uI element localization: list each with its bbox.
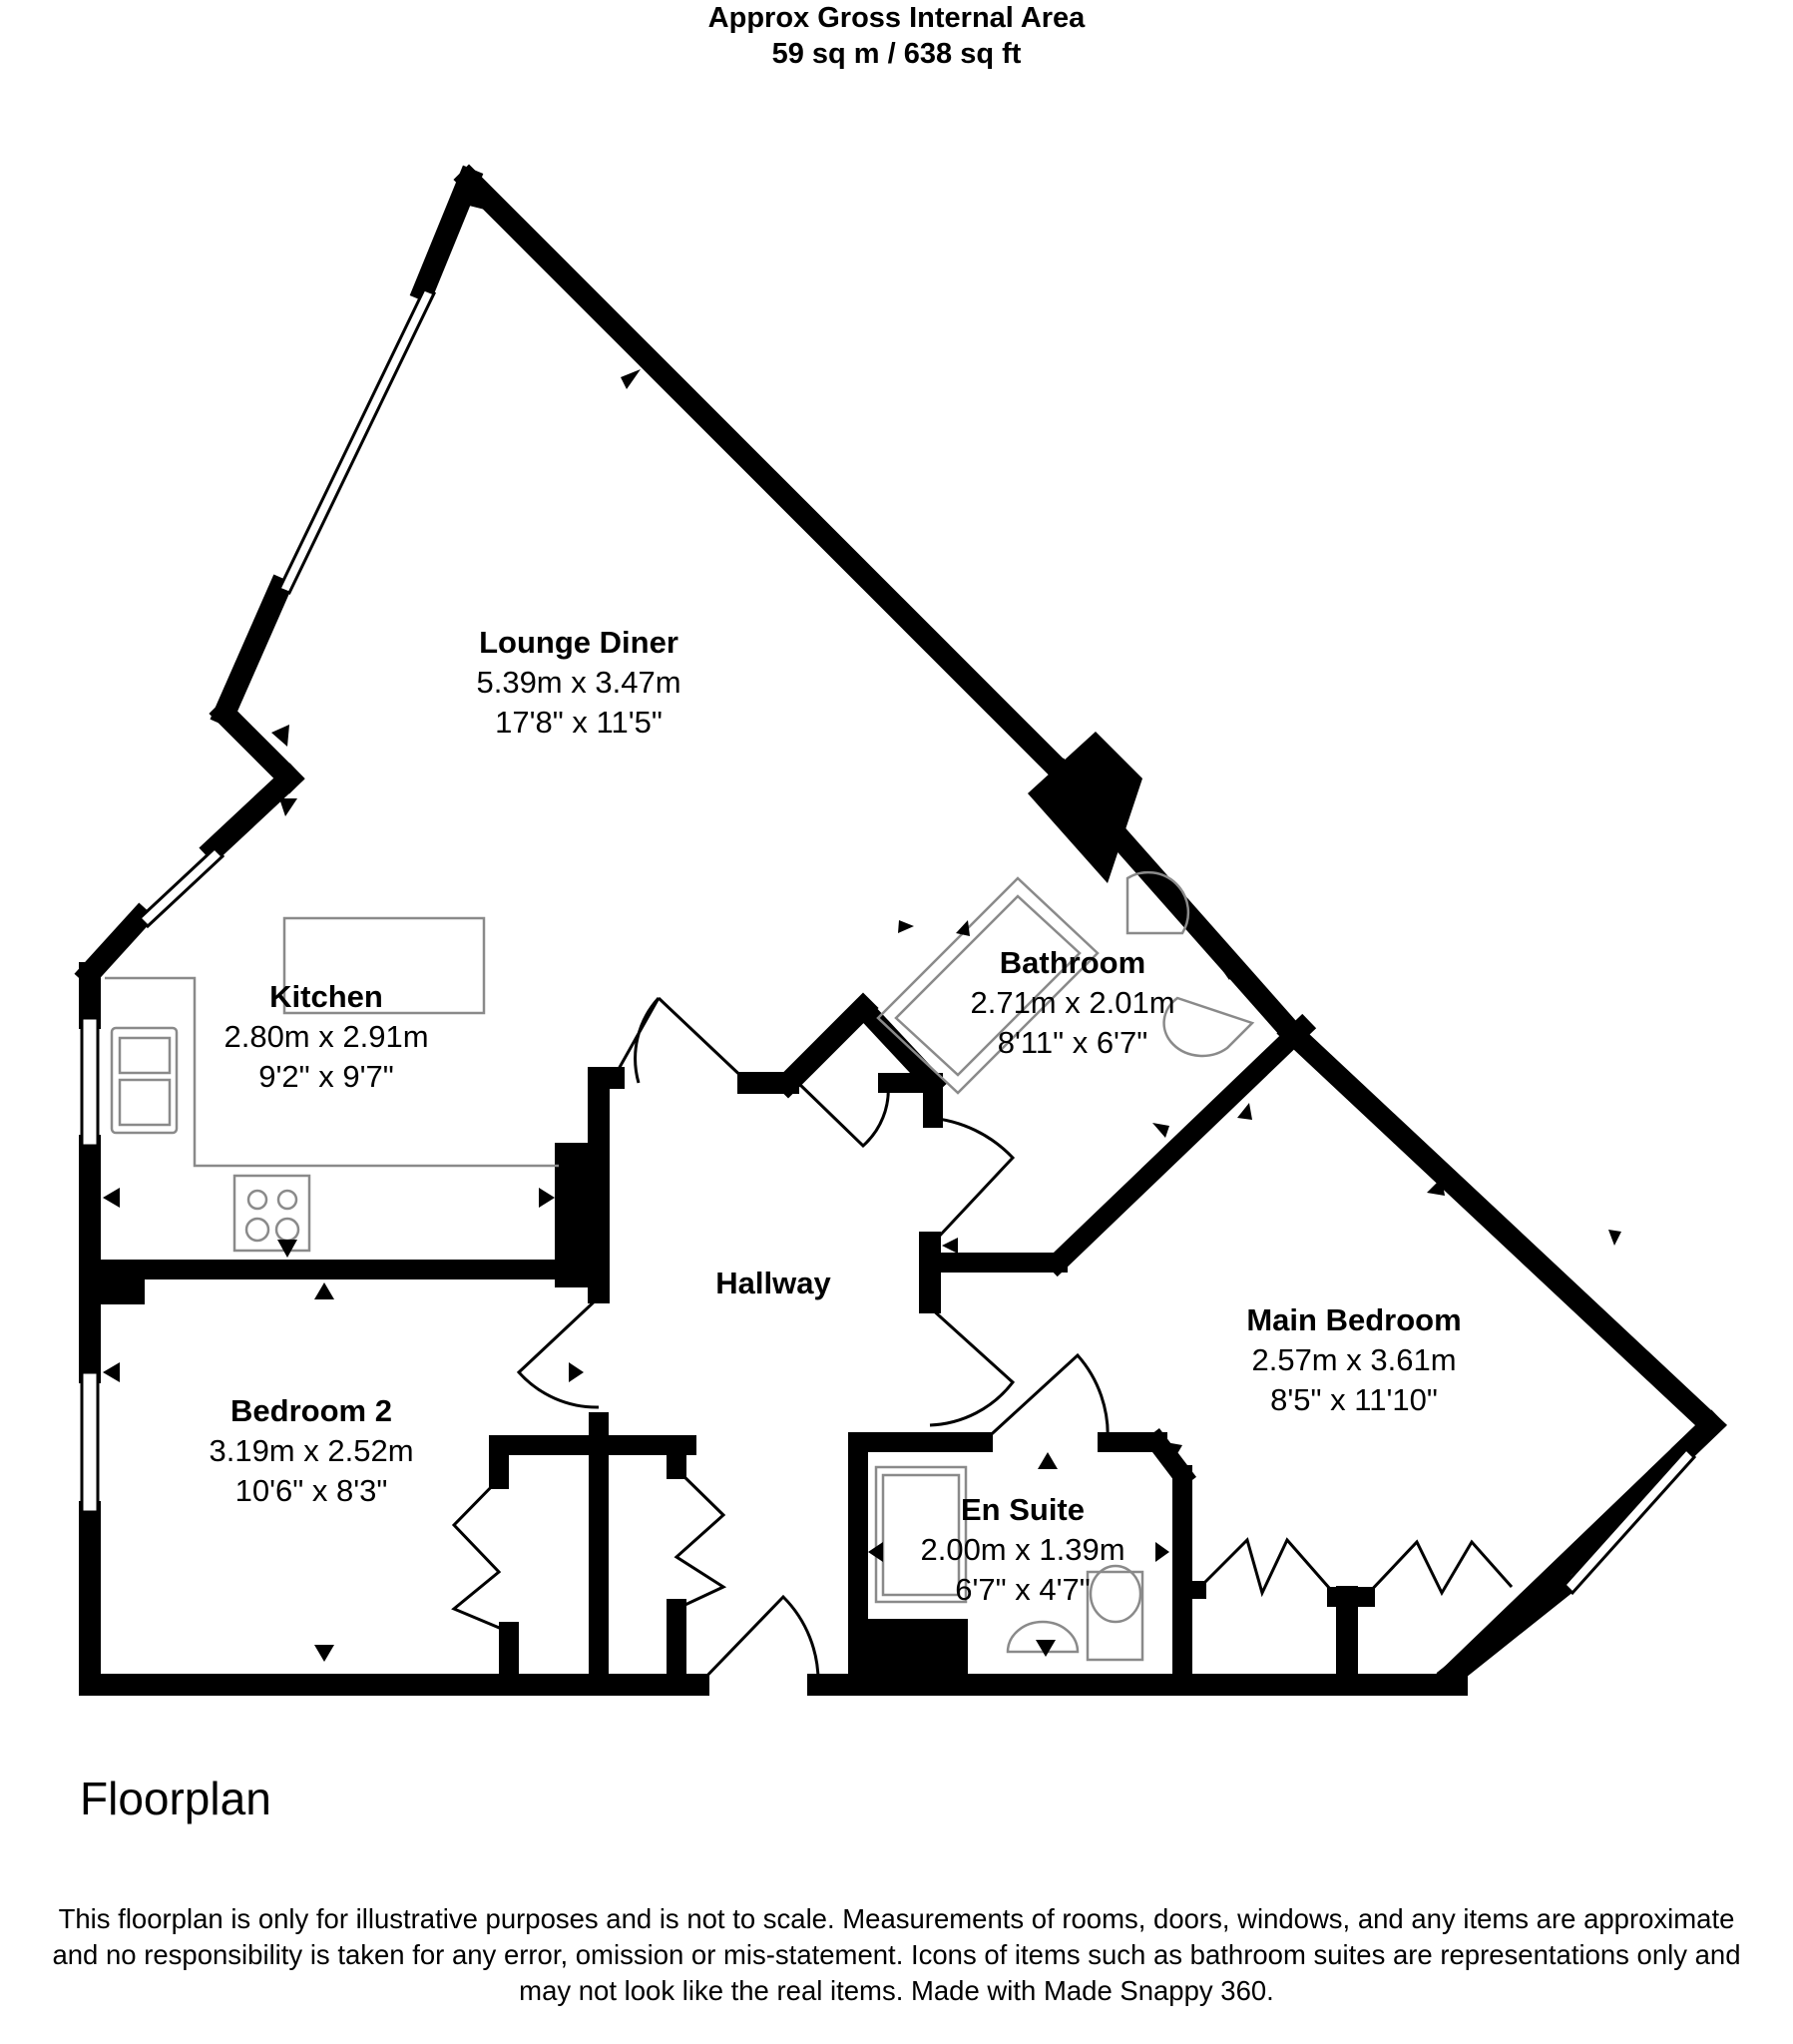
bedroom2-metric: 3.19m x 2.52m — [209, 1433, 413, 1468]
en-suite-metric: 2.00m x 1.39m — [920, 1532, 1124, 1567]
area-value: 59 sq m / 638 sq ft — [771, 38, 1022, 70]
room-kitchen: Kitchen 2.80m x 2.91m 9'2" x 9'7" — [224, 979, 428, 1094]
room-lounge-diner: Lounge Diner 5.39m x 3.47m 17'8" x 11'5" — [476, 625, 680, 740]
walls — [74, 164, 1727, 1696]
lounge-metric: 5.39m x 3.47m — [476, 665, 680, 700]
doors — [451, 996, 1514, 1687]
bathroom-metric: 2.71m x 2.01m — [970, 985, 1174, 1020]
kitchen-metric: 2.80m x 2.91m — [224, 1019, 428, 1054]
bathroom-imperial: 8'11" x 6'7" — [998, 1025, 1147, 1060]
bathroom-name: Bathroom — [1000, 945, 1145, 980]
disclaimer-line-1: This floorplan is only for illustrative … — [58, 1903, 1735, 1934]
room-en-suite: En Suite 2.00m x 1.39m 6'7" x 4'7" — [920, 1492, 1124, 1607]
kitchen-imperial: 9'2" x 9'7" — [258, 1059, 394, 1094]
main-bedroom-name: Main Bedroom — [1246, 1302, 1461, 1337]
windows — [80, 287, 1697, 1596]
lounge-imperial: 17'8" x 11'5" — [495, 705, 663, 740]
bedroom2-name: Bedroom 2 — [230, 1393, 392, 1428]
main-bedroom-metric: 2.57m x 3.61m — [1251, 1342, 1456, 1377]
en-suite-imperial: 6'7" x 4'7" — [955, 1572, 1091, 1607]
area-header: Approx Gross Internal Area 59 sq m / 638… — [0, 0, 1793, 72]
lounge-name: Lounge Diner — [479, 625, 678, 660]
room-bedroom-2: Bedroom 2 3.19m x 2.52m 10'6" x 8'3" — [209, 1393, 413, 1508]
measurement-arrows — [103, 190, 1621, 1662]
area-title: Approx Gross Internal Area — [707, 2, 1086, 34]
room-main-bedroom: Main Bedroom 2.57m x 3.61m 8'5" x 11'10" — [1246, 1302, 1461, 1417]
disclaimer-line-2: and no responsibility is taken for any e… — [52, 1939, 1741, 1970]
room-bathroom: Bathroom 2.71m x 2.01m 8'11" x 6'7" — [970, 945, 1174, 1060]
bedroom2-imperial: 10'6" x 8'3" — [235, 1473, 388, 1508]
kitchen-fixtures — [105, 916, 559, 1253]
floorplan-caption: Floorplan — [80, 1773, 271, 1824]
room-hallway: Hallway — [715, 1266, 831, 1300]
main-bedroom-imperial: 8'5" x 11'10" — [1270, 1382, 1438, 1417]
en-suite-name: En Suite — [961, 1492, 1085, 1527]
disclaimer: This floorplan is only for illustrative … — [0, 1901, 1793, 2009]
kitchen-name: Kitchen — [269, 979, 383, 1014]
bathroom-fixtures — [874, 870, 1255, 1662]
hallway-name: Hallway — [715, 1266, 831, 1300]
disclaimer-line-3: may not look like the real items. Made w… — [519, 1975, 1274, 2006]
